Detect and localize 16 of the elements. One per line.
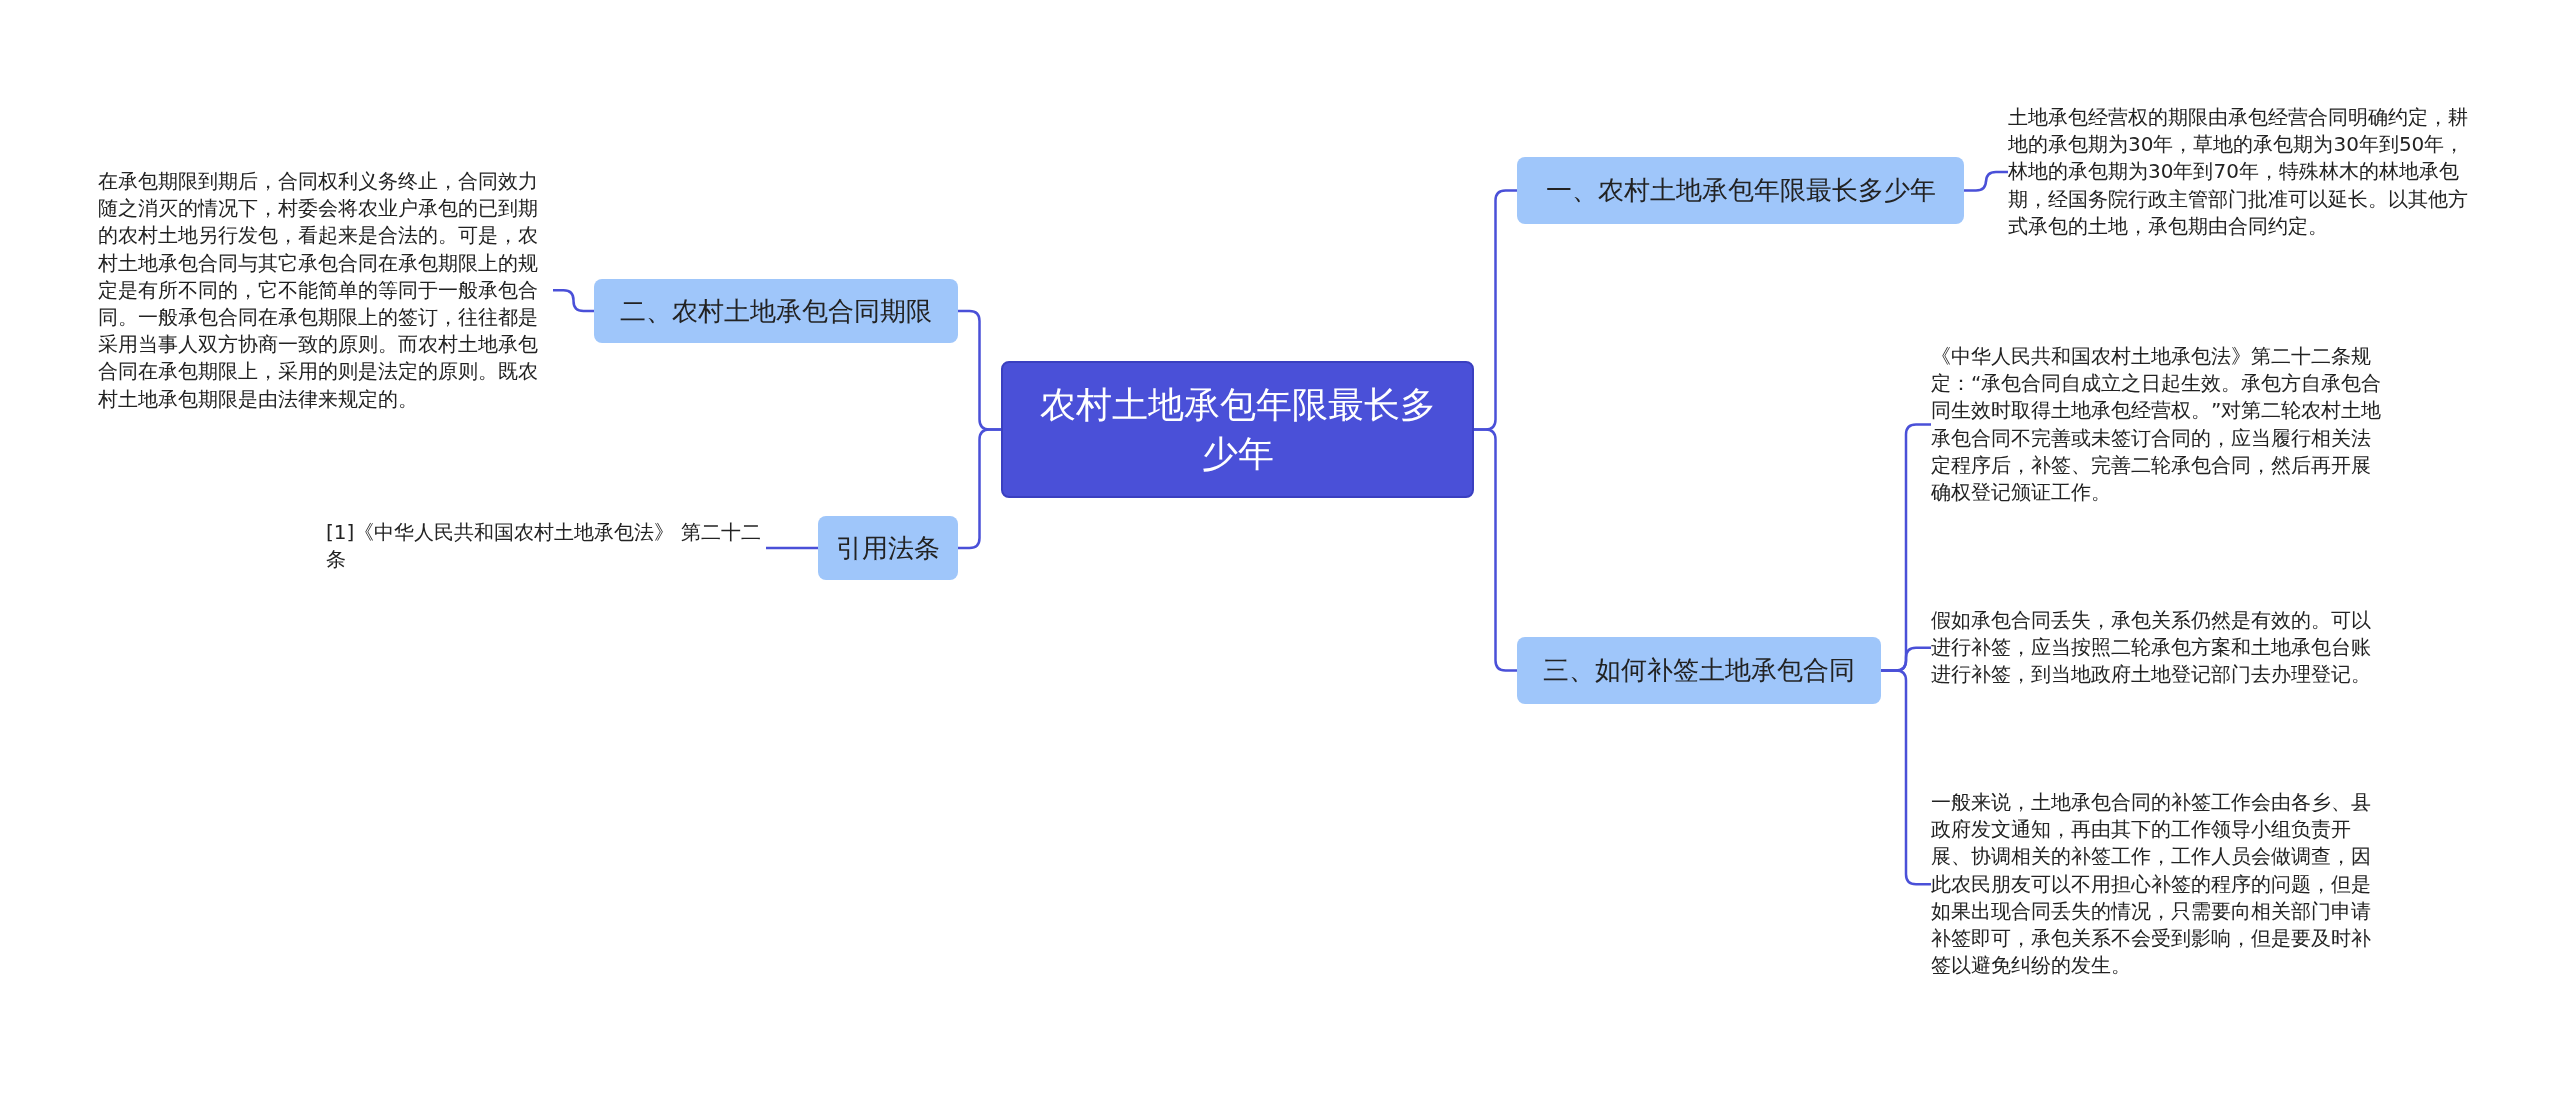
note-text: 土地承包经营权的期限由承包经营合同明确约定，耕地的承包期为30年，草地的承包期为30年到50年，林地的承包期为30年到70年，特殊林木的林地承包期，经国务院行政主管部门批准可以延长。以其他方式承包的土地，承包期由合同约定。 [2008,104,2470,240]
connector-line [766,546,818,550]
central-topic-box: 农村土地承包年限最长多少年 [1001,361,1474,498]
note-text: 假如承包合同丢失，承包关系仍然是有效的。可以进行补签，应当按照二轮承包方案和土地承包台账进行补签，到当地政府土地登记部门去办理登记。 [1931,607,2386,689]
note-text: [1]《中华人民共和国农村土地承包法》 第二十二条 [326,519,766,574]
topic-box: 一、农村土地承包年限最长多少年 [1517,157,1964,224]
topic-box: 三、如何补签土地承包合同 [1517,637,1881,704]
connector-line [958,428,1001,550]
connector-line [1964,170,2008,192]
note-text: 《中华人民共和国农村土地承包法》第二十二条规定：“承包合同自成立之日起生效。承包方自承包合同生效时取得土地承包经营权。”对第二轮农村土地承包合同不完善或未签订合同的，应当履行相关法定程序后，补签、完善二轮承包合同，然后再开展确权登记颁证工作。 [1931,343,2386,507]
note-text: 一般来说，土地承包合同的补签工作会由各乡、县政府发文通知，再由其下的工作领导小组负责开展、协调相关的补签工作，工作人员会做调查，因此农民朋友可以不用担心补签的程序的问题，但是如果出现合同丢失的情况，只需要向相关部门申请补签即可，承包关系不会受到影响，但是要及时补签以避免纠纷的发生。 [1931,789,2386,980]
note-text: 在承包期限到期后，合同权利义务终止，合同效力随之消灭的情况下，村委会将农业户承包的已到期的农村土地另行发包，看起来是合法的。可是，农村土地承包合同与其它承包合同在承包期限上的规定是有所不同的，它不能简单的等同于一般承包合同。一般承包合同在承包期限上的签订，往往都是采用当事人双方协商一致的原则。而农村土地承包合同在承包期限上，采用的则是法定的原则。既农村土地承包期限是由法律来规定的。 [98,168,553,413]
connector-line [1474,428,1517,672]
topic-box: 二、农村土地承包合同期限 [594,279,958,343]
connector-line [553,289,594,313]
topic-box: 引用法条 [818,516,958,580]
